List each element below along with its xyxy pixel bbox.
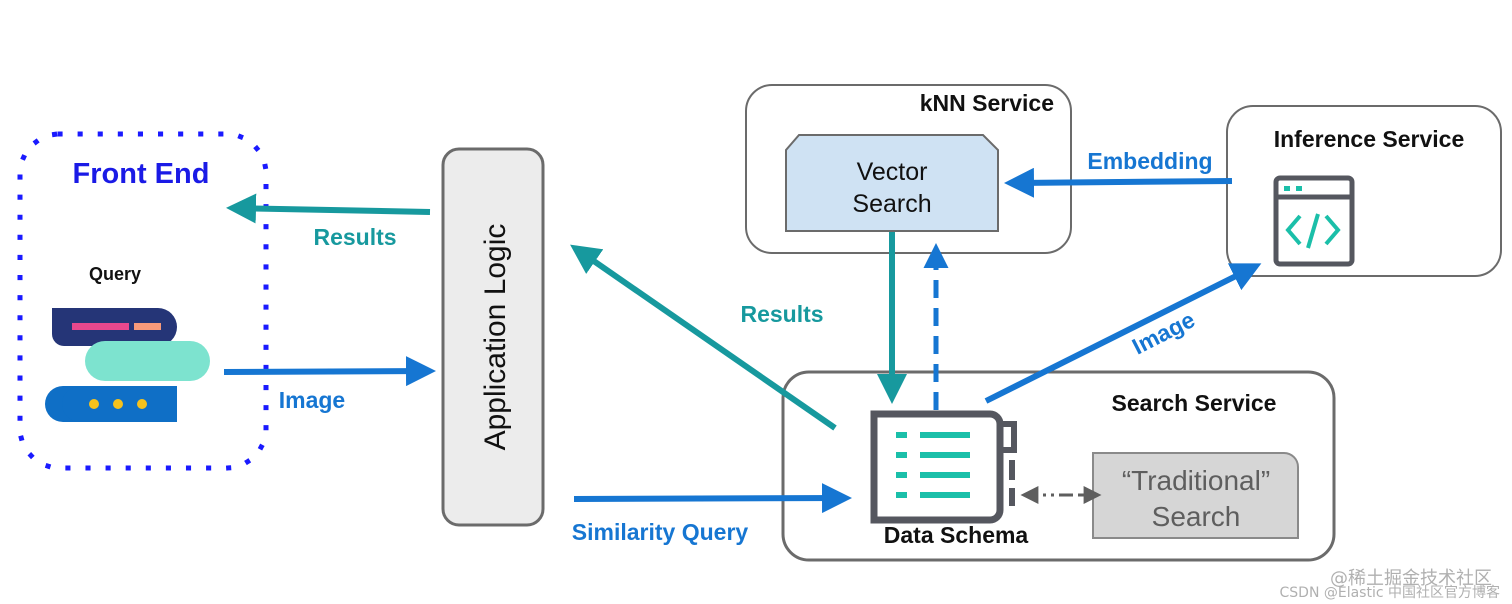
vector-search-box: Vector Search — [785, 134, 999, 232]
results-to-frontend-label: Results — [313, 224, 396, 250]
data-schema-label: Data Schema — [884, 522, 1029, 548]
query-chat-icon — [45, 308, 210, 422]
traditional-search-line1: “Traditional” — [1122, 465, 1270, 496]
image-to-inference-arrow — [984, 263, 1262, 404]
inference-service-box: Inference Service — [1226, 105, 1502, 277]
code-window-icon — [1273, 175, 1355, 267]
vector-search-line1: Vector — [857, 158, 928, 186]
front-end-boundary — [17, 131, 269, 471]
results-to-app-label: Results — [740, 301, 823, 327]
search-service-title: Search Service — [1112, 390, 1277, 416]
results-to-frontend-arrow — [226, 193, 431, 224]
results-to-app-arrow — [570, 244, 837, 431]
image-to-app-arrow — [223, 356, 436, 387]
embedding-label: Embedding — [1087, 148, 1212, 174]
document-list-icon — [870, 410, 1017, 524]
front-end-title: Front End — [73, 158, 210, 190]
image-to-app-label: Image — [279, 387, 345, 413]
application-logic-box: Application Logic — [441, 147, 545, 527]
vector-search-line2: Search — [852, 190, 931, 218]
knn-service-title: kNN Service — [920, 90, 1054, 116]
watermark-line-1: @稀土掘金技术社区 — [1330, 568, 1492, 589]
similarity-query-arrow — [573, 483, 852, 514]
query-label: Query — [89, 264, 141, 284]
application-logic-label: Application Logic — [479, 224, 512, 451]
traditional-search-line2: Search — [1152, 501, 1241, 532]
front-end-group: Front End Query — [17, 131, 269, 471]
embedding-arrow — [1004, 167, 1233, 198]
inference-service-title: Inference Service — [1274, 126, 1465, 152]
traditional-search-box: “Traditional” Search — [1092, 452, 1299, 539]
knn-service-box: kNN Service Vector Search — [745, 84, 1072, 254]
search-service-box: Search Service Data Schema “Traditional”… — [781, 370, 1336, 562]
similarity-query-label: Similarity Query — [572, 519, 749, 545]
watermark-line-2: CSDN @Elastic 中国社区官方博客 — [1279, 585, 1501, 601]
